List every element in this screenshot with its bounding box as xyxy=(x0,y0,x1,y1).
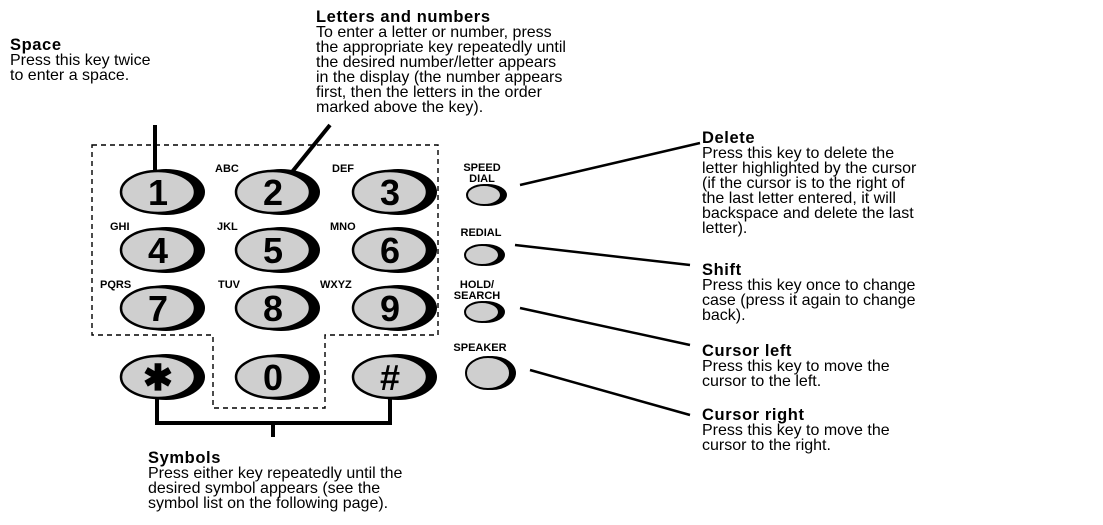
key-2-label: 2 xyxy=(263,172,283,213)
key-3-label: 3 xyxy=(380,172,400,213)
cursor-right-heading: Cursor right xyxy=(702,406,805,424)
redial-button[interactable] xyxy=(464,244,505,266)
symbols-bracket xyxy=(155,398,392,425)
symbols-heading: Symbols xyxy=(148,449,221,467)
key-6-label: 6 xyxy=(380,230,400,271)
cursor-right-body: Press this key to move the cursor to the… xyxy=(702,422,890,454)
redial-label: REDIAL xyxy=(460,227,502,239)
key-9-button[interactable]: 9 xyxy=(351,285,437,331)
key-8-button[interactable]: 8 xyxy=(234,285,320,331)
key-6-letters: MNO xyxy=(330,221,356,233)
shift-annotation: Shift Press this key once to change case… xyxy=(702,261,916,324)
key-star-button[interactable]: ✱ xyxy=(119,354,205,400)
key-9-letters: WXYZ xyxy=(320,279,352,291)
key-7-label: 7 xyxy=(148,288,168,329)
key-hash-button[interactable]: # xyxy=(351,354,437,400)
key-9-label: 9 xyxy=(380,288,400,329)
symbols-body: Press either key repeatedly until the de… xyxy=(148,465,403,512)
key-4-label: 4 xyxy=(148,230,168,271)
key-5-label: 5 xyxy=(263,230,283,271)
key-hash-label: # xyxy=(380,357,400,398)
hold-search-label: HOLD/ SEARCH xyxy=(453,279,501,302)
key-4-button[interactable]: 4 xyxy=(119,227,205,273)
key-2-letters: ABC xyxy=(215,163,239,175)
hold-search-button[interactable] xyxy=(464,301,505,323)
speed-dial-label: SPEED DIAL xyxy=(463,162,501,185)
key-0-label: 0 xyxy=(263,357,283,398)
delete-callout-line xyxy=(519,141,701,187)
delete-heading: Delete xyxy=(702,129,756,147)
letters-body: To enter a letter or number, press the a… xyxy=(316,24,566,116)
key-5-letters: JKL xyxy=(217,221,238,233)
letters-heading: Letters and numbers xyxy=(316,8,491,26)
space-annotation: Space Press this key twice to enter a sp… xyxy=(10,36,151,84)
space-body: Press this key twice to enter a space. xyxy=(10,52,151,84)
cursor-left-body: Press this key to move the cursor to the… xyxy=(702,358,890,390)
speed-dial-button[interactable] xyxy=(466,184,507,206)
cursor-left-annotation: Cursor left Press this key to move the c… xyxy=(702,342,890,390)
cursor-right-annotation: Cursor right Press this key to move the … xyxy=(702,406,890,454)
symbols-annotation: Symbols Press either key repeatedly unti… xyxy=(148,449,403,512)
key-3-button[interactable]: 3 xyxy=(351,169,437,215)
cursor-right-callout-line xyxy=(529,368,691,417)
letters-callout-line xyxy=(290,123,332,174)
key-6-button[interactable]: 6 xyxy=(351,227,437,273)
key-5-button[interactable]: 5 xyxy=(234,227,320,273)
key-3-letters: DEF xyxy=(332,163,354,175)
shift-callout-line xyxy=(514,243,691,267)
delete-annotation: Delete Press this key to delete the lett… xyxy=(702,129,917,237)
space-heading: Space xyxy=(10,36,62,54)
key-7-button[interactable]: 7 xyxy=(119,285,205,331)
shift-body: Press this key once to change case (pres… xyxy=(702,277,916,324)
letters-annotation: Letters and numbers To enter a letter or… xyxy=(316,8,566,116)
key-1-button[interactable]: 1 xyxy=(119,169,205,215)
numeric-keys-outline xyxy=(91,144,439,409)
key-8-label: 8 xyxy=(263,288,283,329)
speaker-label: SPEAKER xyxy=(453,342,507,354)
key-7-letters: PQRS xyxy=(100,279,132,291)
cursor-left-callout-line xyxy=(519,306,691,347)
shift-heading: Shift xyxy=(702,261,742,279)
cursor-left-heading: Cursor left xyxy=(702,342,793,360)
delete-body: Press this key to delete the letter high… xyxy=(702,145,917,237)
key-1-label: 1 xyxy=(148,172,168,213)
key-0-button[interactable]: 0 xyxy=(234,354,320,400)
key-2-button[interactable]: 2 xyxy=(234,169,320,215)
key-8-letters: TUV xyxy=(218,279,240,291)
key-4-letters: GHI xyxy=(110,221,130,233)
speaker-button[interactable] xyxy=(465,356,516,390)
key-star-label: ✱ xyxy=(143,357,173,398)
